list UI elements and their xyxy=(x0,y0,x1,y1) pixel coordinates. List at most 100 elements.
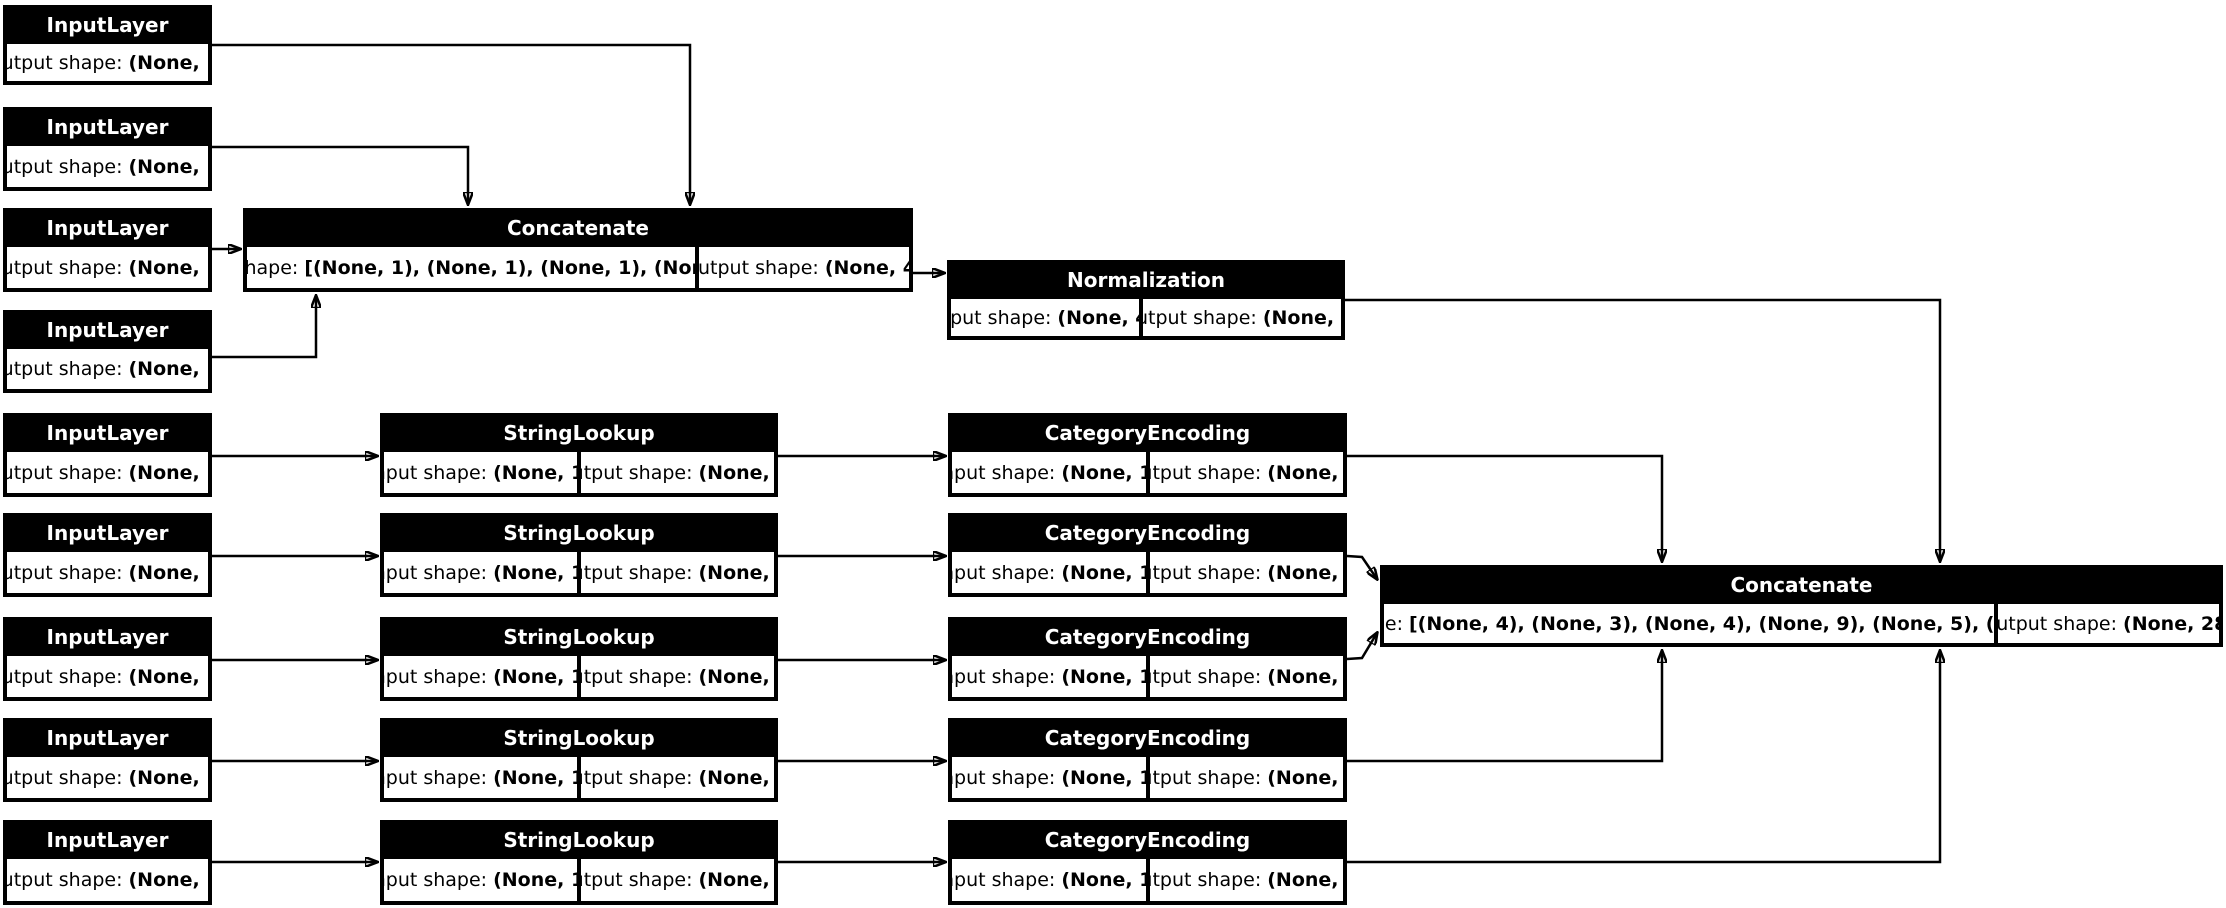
shape-label: Output shape: xyxy=(1150,869,1262,891)
shape-cell: Input shape:(None, 4) xyxy=(951,299,1139,336)
layer-node-inputlayer-2: InputLayerOutput shape:(None, 1) xyxy=(3,107,212,191)
layer-shape-cells: Output shape:(None, 1) xyxy=(7,452,208,493)
shape-value: (None, 1) xyxy=(493,461,577,484)
shape-value: (None, 1) xyxy=(1061,869,1145,891)
layer-title: InputLayer xyxy=(46,317,169,342)
shape-cell: Input shape:(None, 1) xyxy=(384,859,577,901)
layer-title: Concatenate xyxy=(507,215,649,240)
shape-value: (None, 1) xyxy=(1061,561,1145,584)
shape-value: (None, 1) xyxy=(1061,461,1145,484)
layer-node-inputlayer-4: InputLayerOutput shape:(None, 1) xyxy=(3,310,212,393)
shape-value: (None, 1) xyxy=(698,869,775,891)
shape-cell: Input shape:(None, 1) xyxy=(384,656,577,697)
layer-shape-cells: Input shape:(None, 1)Output shape:(None,… xyxy=(384,656,774,697)
shape-value: (None, 1) xyxy=(493,869,577,891)
shape-cell: Output shape:(None, 1) xyxy=(7,247,208,288)
shape-cell: Output shape:(None, 1) xyxy=(581,757,774,798)
shape-value: (None, 1) xyxy=(698,766,775,789)
shape-cell: Input shape:(None, 1) xyxy=(952,552,1146,593)
edge-categoryencoding-2-to-concatenate-2 xyxy=(1346,554,1377,579)
shape-value: [(None, 1), (None, 1), (None, 1), (None,… xyxy=(304,256,694,279)
layer-node-inputlayer-6: InputLayerOutput shape:(None, 1) xyxy=(3,513,212,597)
layer-node-stringlookup-2: StringLookupInput shape:(None, 1)Output … xyxy=(380,513,778,597)
shape-cell: Output shape:(None, 4) xyxy=(698,247,909,288)
shape-cell: Output shape:(None, 3) xyxy=(1149,859,1343,901)
shape-value: (None, 3) xyxy=(1267,461,1343,484)
layer-node-inputlayer-5: InputLayerOutput shape:(None, 1) xyxy=(3,413,212,497)
edge-inputlayer-4-to-concatenate-1 xyxy=(212,296,316,359)
shape-value: (None, 28) xyxy=(2123,612,2219,635)
shape-label: Output shape: xyxy=(1150,665,1262,688)
shape-value: (None, 4) xyxy=(1262,306,1341,329)
shape-cell: Output shape:(None, 1) xyxy=(7,656,208,697)
layer-title: Concatenate xyxy=(1730,572,1873,597)
layer-node-inputlayer-9: InputLayerOutput shape:(None, 1) xyxy=(3,820,212,905)
shape-label: Output shape: xyxy=(1150,561,1262,584)
shape-value: (None, 1) xyxy=(493,766,577,789)
layer-shape-cells: Output shape:(None, 1) xyxy=(7,349,208,389)
layer-title: StringLookup xyxy=(503,420,655,445)
layer-title: CategoryEncoding xyxy=(1044,827,1251,852)
shape-cell: Output shape:(None, 9) xyxy=(1149,656,1343,697)
layer-title: InputLayer xyxy=(46,725,169,750)
shape-label: Output shape: xyxy=(7,665,123,688)
layer-title: InputLayer xyxy=(46,624,169,649)
shape-value: (None, 1) xyxy=(128,461,209,484)
layer-node-inputlayer-3: InputLayerOutput shape:(None, 1) xyxy=(3,208,212,292)
shape-label: Output shape: xyxy=(7,51,123,74)
layer-title: InputLayer xyxy=(46,12,169,37)
layer-node-categoryencoding-2: CategoryEncodingInput shape:(None, 1)Out… xyxy=(948,513,1347,597)
layer-node-concatenate-1: ConcatenateInput shape:[(None, 1), (None… xyxy=(243,208,913,292)
shape-label: Input shape: xyxy=(951,306,1052,329)
shape-cell: Output shape:(None, 1) xyxy=(7,44,208,81)
shape-label: Input shape: xyxy=(384,561,488,584)
layer-shape-cells: Output shape:(None, 1) xyxy=(7,44,208,81)
shape-label: Output shape: xyxy=(1150,766,1262,789)
layer-title: InputLayer xyxy=(46,520,169,545)
shape-label: Input shape: xyxy=(952,561,1056,584)
shape-value: (None, 1) xyxy=(128,155,209,178)
layer-shape-cells: Input shape:(None, 4)Output shape:(None,… xyxy=(951,299,1341,336)
shape-cell: Output shape:(None, 1) xyxy=(7,146,208,187)
layer-title: InputLayer xyxy=(46,215,169,240)
shape-value: (None, 5) xyxy=(1267,766,1343,789)
shape-value: (None, 1) xyxy=(128,869,209,891)
layer-shape-cells: Input shape:(None, 1)Output shape:(None,… xyxy=(952,656,1343,697)
layer-title: CategoryEncoding xyxy=(1044,725,1251,750)
layer-title: StringLookup xyxy=(503,827,655,852)
layer-title: Normalization xyxy=(1067,267,1225,292)
layer-title: InputLayer xyxy=(46,420,169,445)
shape-cell: Input shape:(None, 1) xyxy=(384,452,577,493)
layer-shape-cells: Output shape:(None, 1) xyxy=(7,247,208,288)
layer-title: CategoryEncoding xyxy=(1044,520,1251,545)
layer-node-categoryencoding-1: CategoryEncodingInput shape:(None, 1)Out… xyxy=(948,413,1347,497)
layer-node-stringlookup-5: StringLookupInput shape:(None, 1)Output … xyxy=(380,820,778,905)
shape-label: Input shape: xyxy=(247,256,299,279)
layer-shape-cells: Output shape:(None, 1) xyxy=(7,552,208,593)
layer-shape-cells: Input shape:(None, 1)Output shape:(None,… xyxy=(384,452,774,493)
shape-cell: Input shape:(None, 1) xyxy=(952,656,1146,697)
layer-node-categoryencoding-5: CategoryEncodingInput shape:(None, 1)Out… xyxy=(948,820,1347,905)
layer-shape-cells: Output shape:(None, 1) xyxy=(7,859,208,901)
layer-node-categoryencoding-4: CategoryEncodingInput shape:(None, 1)Out… xyxy=(948,718,1347,802)
edge-inputlayer-1-to-concatenate-1 xyxy=(212,43,690,204)
layer-shape-cells: Input shape:(None, 1)Output shape:(None,… xyxy=(952,757,1343,798)
shape-label: Output shape: xyxy=(7,561,123,584)
shape-cell: Input shape:(None, 1) xyxy=(384,552,577,593)
shape-value: (None, 1) xyxy=(1061,665,1145,688)
shape-value: (None, 1) xyxy=(493,665,577,688)
layer-title: CategoryEncoding xyxy=(1044,624,1251,649)
shape-cell: Input shape:(None, 1) xyxy=(952,859,1146,901)
shape-value: (None, 1) xyxy=(698,461,775,484)
layer-title: StringLookup xyxy=(503,520,655,545)
shape-value: (None, 1) xyxy=(128,256,209,279)
layer-node-stringlookup-1: StringLookupInput shape:(None, 1)Output … xyxy=(380,413,778,497)
shape-label: Output shape: xyxy=(581,461,693,484)
shape-cell: Input shape:(None, 1) xyxy=(952,757,1146,798)
shape-value: (None, 4) xyxy=(1057,306,1138,329)
layer-shape-cells: Input shape:[(None, 1), (None, 1), (None… xyxy=(247,247,909,288)
shape-value: (None, 1) xyxy=(698,665,775,688)
layer-node-stringlookup-4: StringLookupInput shape:(None, 1)Output … xyxy=(380,718,778,802)
shape-cell: Output shape:(None, 1) xyxy=(7,452,208,493)
